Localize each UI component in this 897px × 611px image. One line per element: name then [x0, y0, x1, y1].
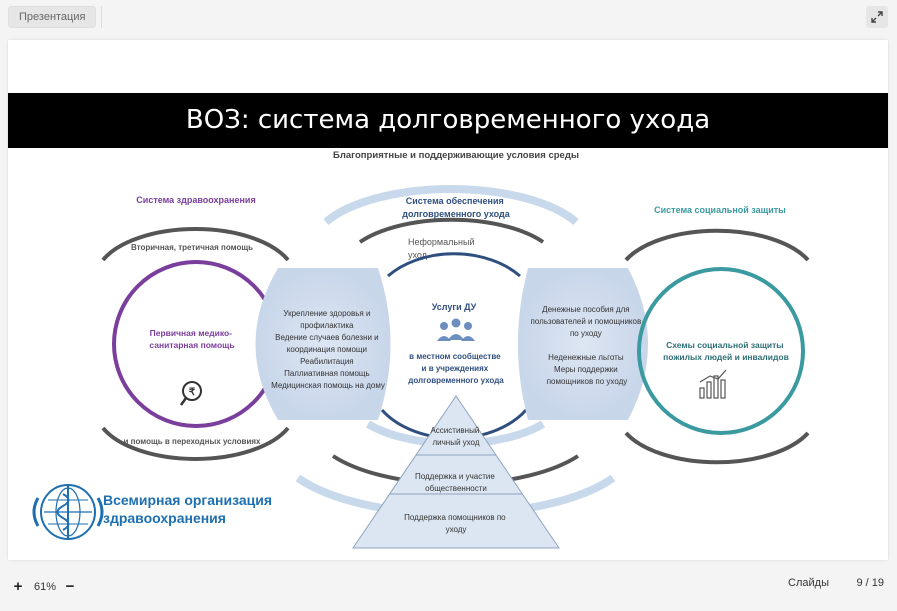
- slides-counter: 9 / 19: [856, 577, 884, 589]
- pyramid-line: общественности: [425, 484, 487, 493]
- services-line: долговременного ухода: [408, 376, 504, 385]
- pyramid-line: Поддержка помощников по: [404, 513, 506, 522]
- env-arc-top: [323, 185, 579, 226]
- services-line: в местном сообществе: [409, 352, 501, 361]
- health-arc-top: [101, 227, 290, 262]
- health-top-arc-label: Вторичная, третичная помощь: [131, 243, 253, 252]
- slide: ВОЗ: система долговременного ухода Благо…: [8, 93, 888, 560]
- social-center-text: Схемы социальной защиты пожилых людей и …: [663, 340, 789, 362]
- top-toolbar: Презентация: [0, 0, 897, 34]
- expand-button[interactable]: [866, 6, 888, 28]
- left-overlap-lens: [255, 268, 391, 420]
- right-overlap-line: пользователей и помощников: [531, 317, 642, 326]
- services-text: в местном сообществе и в учреждениях дол…: [408, 352, 504, 385]
- money-search-icon: ₹: [179, 381, 202, 406]
- social-arc-top: [624, 228, 810, 262]
- right-overlap-line: Меры поддержки: [554, 365, 618, 374]
- right-overlap-line: Денежные пособия для: [542, 305, 629, 314]
- social-center-line: Схемы социальной защиты: [666, 340, 783, 350]
- right-overlap-line: по уходу: [570, 329, 602, 338]
- health-arc-bottom: [101, 426, 290, 461]
- svg-text:₹: ₹: [189, 387, 196, 398]
- pyramid-line: уходу: [446, 525, 467, 534]
- expand-icon: [871, 11, 883, 23]
- pyramid-line: Ассистивный: [430, 426, 479, 435]
- left-overlap-text: Укрепление здоровья и профилактика Веден…: [271, 309, 385, 390]
- ltc-title-line: Система обеспечения: [406, 196, 504, 206]
- top-caption: Благоприятные и поддерживающие условия с…: [333, 150, 579, 161]
- left-overlap-line: Паллиативная помощь: [284, 369, 370, 378]
- social-system-title: Система социальной защиты: [654, 205, 786, 215]
- pyramid-line: Поддержка и участие: [415, 472, 495, 481]
- pyramid-line: личный уход: [432, 438, 479, 447]
- left-overlap-line: Медицинская помощь на дому: [271, 381, 385, 390]
- right-overlap-text: Денежные пособия для пользователей и пом…: [531, 305, 644, 386]
- toolbar-divider: [101, 6, 102, 28]
- zoom-out-button[interactable]: −: [65, 578, 75, 595]
- health-center-line: Первичная медико-: [150, 328, 233, 338]
- informal-line: уход: [408, 250, 428, 260]
- pyramid-level1: Ассистивный личный уход: [430, 426, 481, 447]
- left-overlap-line: координация помощи: [287, 345, 367, 354]
- social-circle: [637, 267, 805, 435]
- who-name-line2: здравоохранения: [103, 510, 226, 526]
- zoom-in-button[interactable]: +: [13, 578, 23, 595]
- pyramid-level2: Поддержка и участие общественности: [415, 472, 497, 493]
- health-center-line: санитарная помощь: [149, 340, 234, 350]
- services-title: Услуги ДУ: [432, 302, 477, 312]
- zoom-level: 61%: [34, 581, 57, 593]
- social-arc-bottom: [624, 431, 810, 465]
- ltc-title-line: долговременного ухода: [402, 209, 510, 219]
- pyramid-shape: [352, 395, 560, 549]
- slides-label: Слайды: [788, 577, 829, 589]
- left-overlap-line: Укрепление здоровья и: [283, 309, 370, 318]
- health-bottom-arc-label: и помощь в переходных условиях: [124, 437, 262, 446]
- pyramid-level3: Поддержка помощников по уходу: [404, 513, 508, 534]
- informal-line: Неформальный: [408, 237, 475, 247]
- ltc-system-title: Система обеспечения долговременного уход…: [402, 196, 510, 219]
- services-line: и в учреждениях: [422, 364, 489, 373]
- ltc-diagram: Благоприятные и поддерживающие условия с…: [32, 150, 810, 549]
- right-overlap-lens: [518, 268, 648, 420]
- people-icon: [437, 318, 475, 341]
- right-overlap-line: Неденежные льготы: [548, 353, 624, 362]
- who-emblem-icon: [32, 484, 104, 540]
- status-bar: + 61% − Слайды 9 / 19: [0, 566, 897, 611]
- social-center-line: пожилых людей и инвалидов: [663, 352, 789, 362]
- health-system-title: Система здравоохранения: [136, 195, 255, 205]
- slide-viewer: ВОЗ: система долговременного ухода Благо…: [8, 40, 888, 560]
- left-overlap-line: профилактика: [300, 321, 354, 330]
- ltc-inner-arc: [387, 252, 521, 278]
- ltc-arc-top: [358, 217, 545, 244]
- informal-care-label: Неформальный уход: [408, 237, 477, 260]
- slide-title: ВОЗ: система долговременного ухода: [8, 93, 888, 148]
- left-overlap-line: Реабилитация: [300, 357, 353, 366]
- care-pyramid: [352, 395, 560, 549]
- health-center-text: Первичная медико- санитарная помощь: [149, 328, 234, 350]
- bar-chart-icon: [699, 369, 727, 399]
- presentation-tab[interactable]: Презентация: [8, 6, 97, 28]
- left-overlap-line: Ведение случаев болезни и: [275, 333, 379, 342]
- who-name-line1: Всемирная организация: [103, 492, 272, 508]
- right-overlap-line: помощников по уходу: [547, 377, 628, 386]
